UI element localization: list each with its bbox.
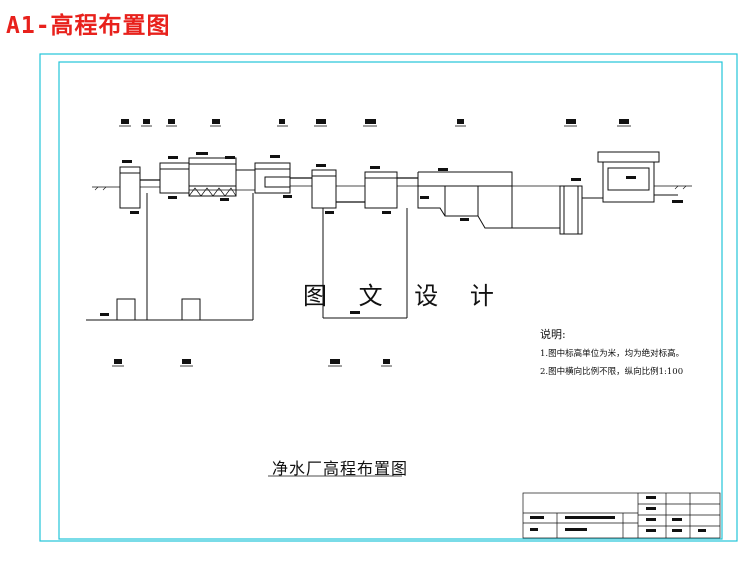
structure-label-marks: [121, 119, 629, 124]
pump-well: [559, 185, 583, 235]
sludge-tank-b: [181, 298, 201, 321]
inner-frame: [58, 61, 723, 540]
title-block-marks: [530, 496, 706, 532]
pump-house: [602, 161, 655, 203]
pump-house-roof: [597, 151, 660, 163]
process-structures: [119, 151, 678, 235]
mixing-tank: [159, 162, 190, 194]
intake-well: [119, 166, 141, 209]
clear-water-reservoir: [417, 172, 513, 229]
watermark: 图 文 设 计: [303, 282, 506, 310]
page-heading: A1-高程布置图: [6, 13, 171, 39]
elevation-marks: [100, 152, 683, 316]
ground-line: [92, 185, 692, 191]
drawing-title: 净水厂高程布置图: [272, 459, 409, 478]
pipes: [140, 177, 418, 203]
title-block: [522, 492, 721, 539]
filter-b: [364, 171, 398, 209]
note-item-1: 1.图中标高单位为米，均为绝对标高。: [540, 349, 685, 359]
outer-frame: [39, 53, 738, 542]
drain-line: [86, 193, 408, 321]
note-item-2: 2.图中横向比例不限，纵向比例1:100: [540, 367, 684, 377]
filter-a: [311, 169, 337, 209]
notes-heading: 说明:: [540, 328, 566, 341]
flocculation-tank: [188, 157, 237, 197]
sedimentation-tank: [254, 162, 291, 194]
bottom-label-marks: [114, 359, 390, 364]
sludge-tank-a: [116, 298, 136, 321]
